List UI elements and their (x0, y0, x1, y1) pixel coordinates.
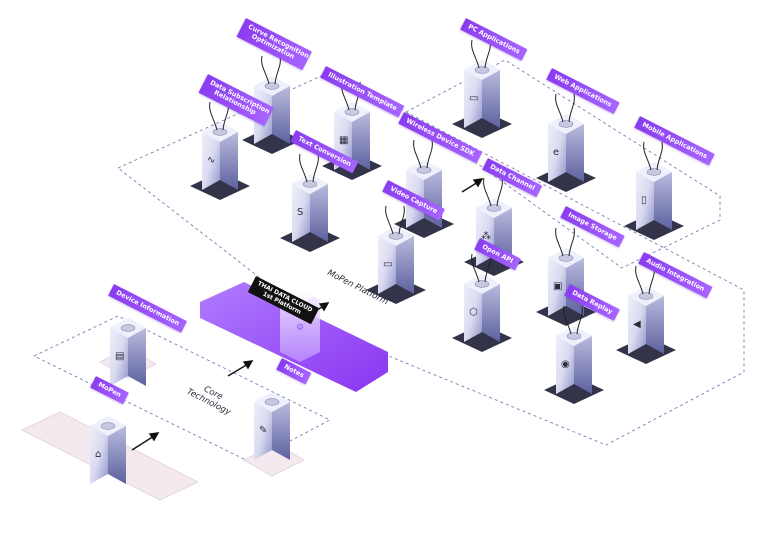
arrows (131, 178, 484, 451)
server-open-api: ⬡ (452, 253, 512, 352)
core-region-outline (32, 315, 331, 463)
browser-icon: e (553, 147, 559, 158)
note-icon: ✎ (259, 425, 267, 436)
video-icon: ▭ (383, 259, 392, 270)
server-data-replay: ◉ (544, 305, 604, 404)
server-device-information: ▤ (110, 318, 146, 386)
network-icon: ⁂ (481, 230, 491, 242)
s-glyph-icon: S (297, 207, 303, 218)
monitor-icon: ▭ (469, 93, 478, 104)
server-pc-applications: ▭ (452, 39, 512, 138)
device-info-icon: ▤ (115, 351, 124, 362)
replay-icon: ◉ (561, 359, 570, 370)
wave-icon: ∿ (207, 155, 215, 166)
server-text-conversion: S (280, 153, 340, 252)
server-web-applications: e (536, 93, 596, 192)
upper-region-outline (405, 59, 721, 269)
svg-text:⚙: ⚙ (296, 323, 304, 333)
server-data-subscription: ∿ (190, 101, 250, 200)
server-notes: ✎ (254, 392, 290, 460)
pen-device-icon: ⌂ (95, 449, 101, 460)
speaker-icon: ◀ (633, 319, 641, 330)
server-audio-integration: ◀ (616, 265, 676, 364)
image-icon: ▣ (553, 281, 562, 292)
api-icon: ⬡ (469, 307, 478, 318)
server-video-capture: ▭ (366, 205, 426, 304)
template-icon: ▦ (339, 135, 348, 146)
server-mobile-applications: ▯ (624, 141, 684, 240)
phone-icon: ▯ (641, 195, 647, 206)
server-mopen: ⌂ (90, 416, 126, 484)
server-image-storage: ▣ (536, 227, 596, 326)
